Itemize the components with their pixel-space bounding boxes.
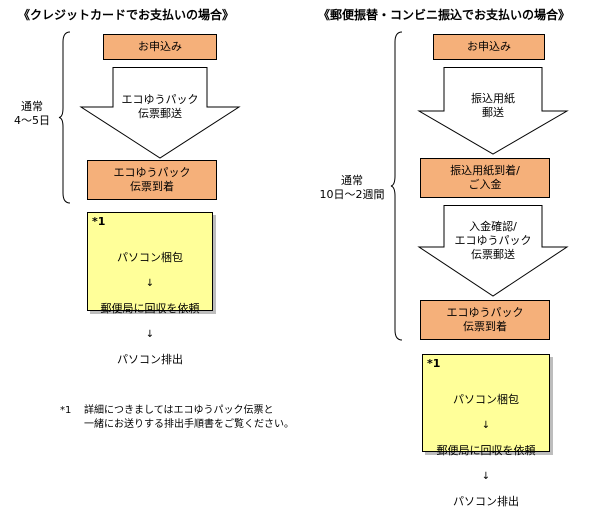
right-arrow-confirm (417, 205, 569, 297)
right-step-apply: お申込み (433, 34, 545, 60)
left-arrow-ship-slip (79, 67, 241, 159)
left-step-slip-arrival: エコゆうパック 伝票到着 (87, 160, 217, 200)
right-note-pack: パソコン梱包 (453, 393, 519, 406)
right-note-arrow-2: ↓ (481, 471, 491, 482)
left-note-box: *1 パソコン梱包 ↓ 郵便局に回収を依頼 ↓ パソコン排出 (87, 212, 213, 366)
right-arrow-ship-form (417, 67, 569, 155)
right-arrow2-label: 入金確認/ エコゆうパック 伝票郵送 (454, 220, 532, 261)
right-note-dispose: パソコン排出 (453, 495, 519, 508)
left-note-arrow-1: ↓ (145, 278, 155, 289)
right-note-request: 郵便局に回収を依頼 (436, 444, 536, 457)
right-duration: 通常 10日〜2週間 (319, 174, 385, 201)
footnote-line-2: 一緒にお送りする排出手順書をご覧ください。 (84, 419, 294, 430)
left-note-request: 郵便局に回収を依頼 (100, 302, 200, 315)
left-note-pack: パソコン梱包 (117, 251, 183, 264)
right-brace (390, 31, 403, 341)
left-brace (58, 31, 71, 204)
right-arrow1-label: 振込用紙 郵送 (471, 92, 515, 119)
left-note-mark: *1 (92, 215, 106, 228)
right-step-form-arrival: 振込用紙到着/ ご入金 (420, 158, 550, 198)
footnote-line-1: 詳細につきましてはエコゆうパック伝票と (84, 405, 274, 416)
left-arrow-label: エコゆうパック 伝票郵送 (121, 93, 199, 120)
right-note-box: *1 パソコン梱包 ↓ 郵便局に回収を依頼 ↓ パソコン排出 (422, 354, 550, 508)
left-step-apply: お申込み (103, 34, 217, 60)
right-step-slip-arrival: エコゆうパック 伝票到着 (420, 300, 550, 340)
footnote-mark: *1 (60, 405, 72, 416)
left-note-dispose: パソコン排出 (117, 353, 183, 366)
left-heading: 《クレジットカードでお支払いの場合》 (18, 8, 235, 22)
left-duration: 通常 4〜5日 (14, 100, 50, 127)
left-note-arrow-2: ↓ (145, 329, 155, 340)
right-note-arrow-1: ↓ (481, 420, 491, 431)
right-note-mark: *1 (427, 357, 441, 370)
right-heading: 《郵便振替・コンビニ振込でお支払いの場合》 (318, 8, 571, 22)
